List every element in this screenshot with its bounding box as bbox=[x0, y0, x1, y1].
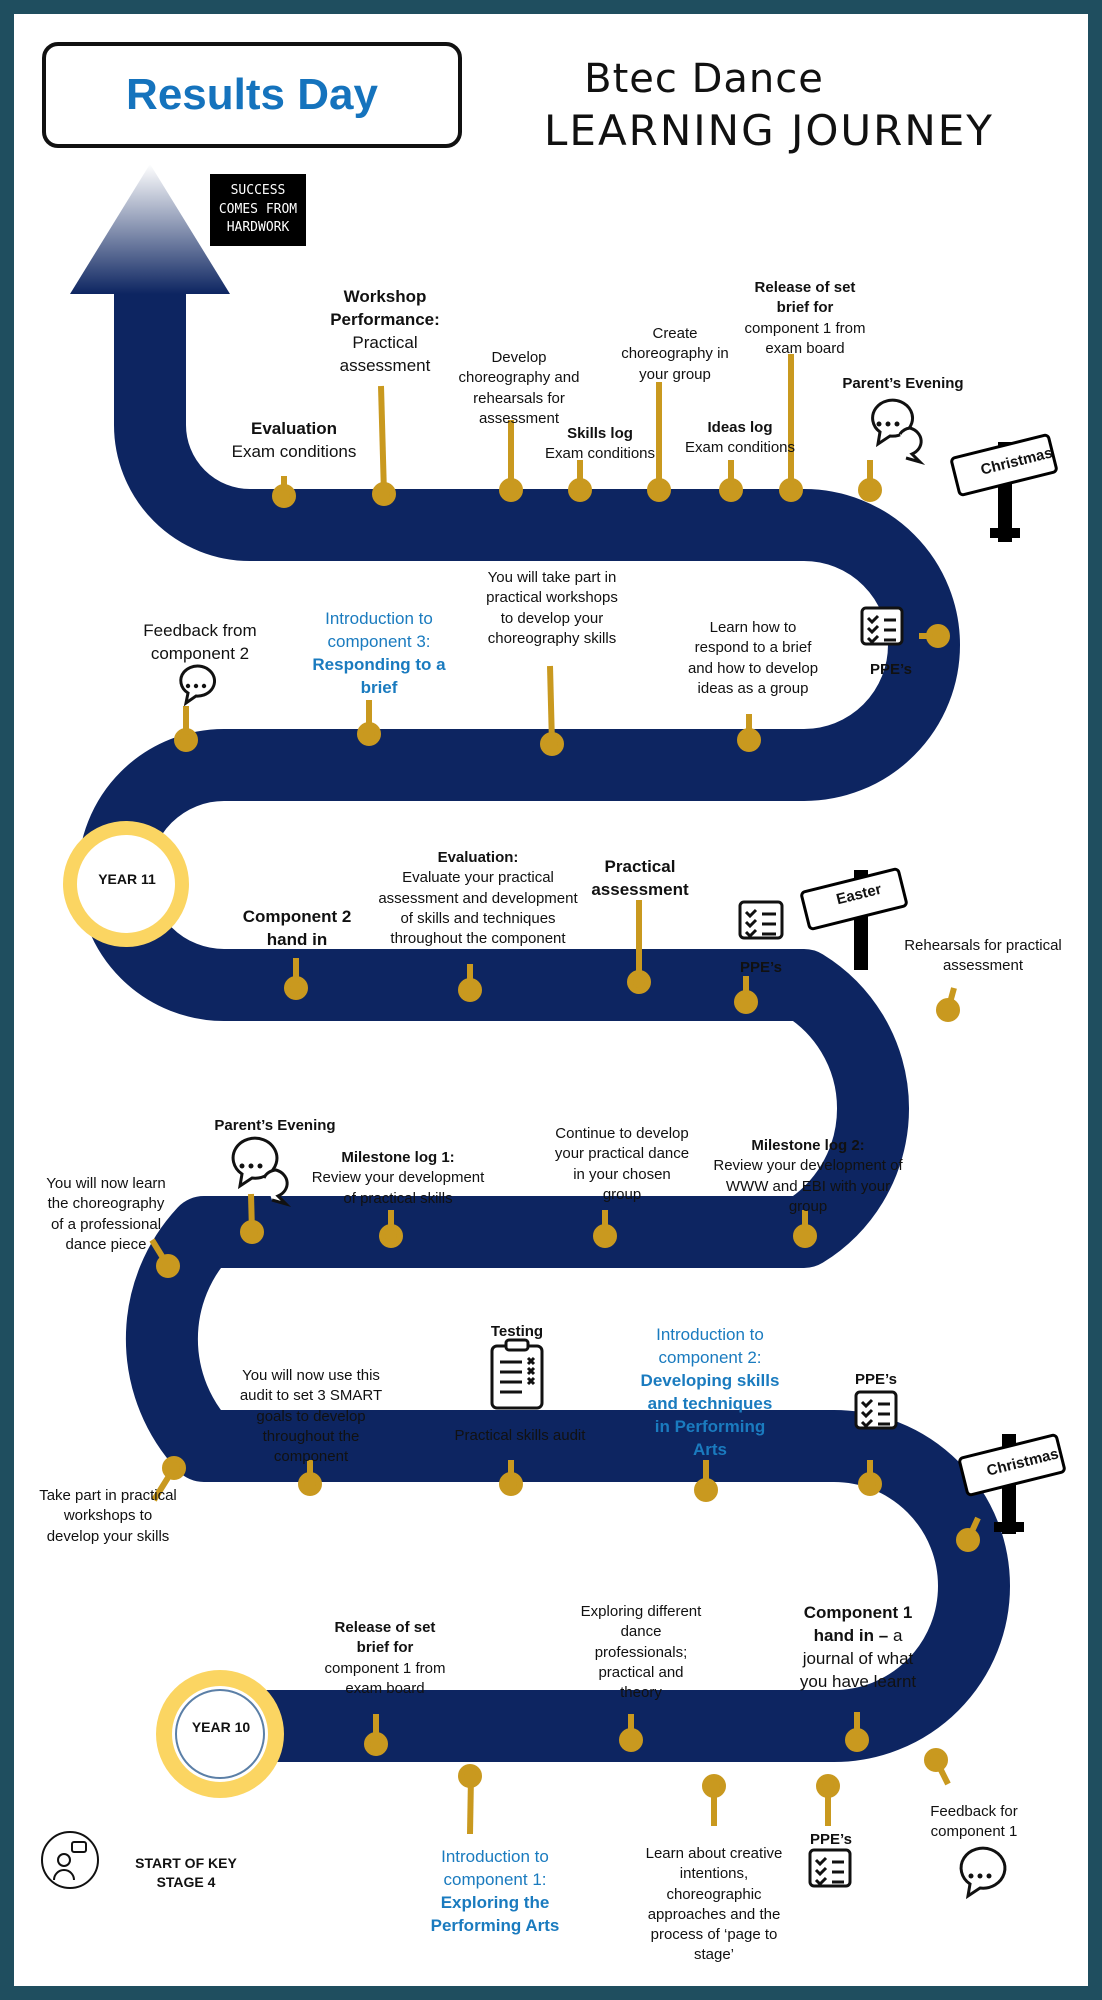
row6-intro1: Introduction to component 1: Exploring t… bbox=[430, 1847, 560, 1935]
row6-exploring: Exploring different dance professionals;… bbox=[580, 1603, 702, 1701]
row1-ideas-log: Ideas log Exam conditions bbox=[684, 419, 796, 457]
row4-learn-choreo: You will now learn the choreography of a… bbox=[46, 1175, 166, 1253]
speech-bubble-icon-feedback2 bbox=[179, 664, 216, 707]
row3-component2-handin: Component 2 hand in bbox=[242, 907, 352, 949]
row3-ppes: PPE’s bbox=[740, 959, 782, 976]
row1-parents-evening: Parent’s Evening bbox=[842, 375, 964, 392]
checklist-icon-ppe-row3 bbox=[738, 900, 784, 940]
row3-practical-assessment: Practical assessment bbox=[591, 857, 689, 899]
row6-component1: Component 1 hand in – a journal of what … bbox=[799, 1603, 917, 1691]
row5-practical-audit: Practical skills audit bbox=[454, 1427, 586, 1444]
row1-evaluation: Evaluation Exam conditions bbox=[231, 419, 357, 461]
row2-workshops: You will take part in practical workshop… bbox=[486, 569, 618, 647]
row2-intro3: Introduction to component 3: Responding … bbox=[312, 609, 446, 697]
row1-release: Release of set brief for component 1 fro… bbox=[744, 279, 866, 357]
clipboard-icon-testing bbox=[490, 1338, 544, 1410]
row6-feedback1: Feedback for component 1 bbox=[930, 1803, 1018, 1841]
checklist-icon-ppe-row5 bbox=[854, 1390, 898, 1430]
arrow-head bbox=[70, 164, 230, 294]
person-chat-icon bbox=[41, 1831, 99, 1889]
row1-develop: Develop choreography and rehearsals for … bbox=[458, 349, 580, 427]
row5-ppes: PPE’s bbox=[855, 1371, 897, 1388]
journey-canvas: Results Day Btec Dance LEARNING JOURNEY … bbox=[14, 14, 1088, 1986]
road-svg bbox=[41, 164, 1066, 1900]
row5-testing: Testing bbox=[490, 1323, 544, 1340]
title-line2: LEARNING JOURNEY bbox=[544, 106, 994, 155]
row6-release: Release of set brief for component 1 fro… bbox=[324, 1619, 446, 1697]
row5-intro2: Introduction to component 2: Developing … bbox=[640, 1325, 780, 1459]
row4-continue: Continue to develop your practical dance… bbox=[554, 1125, 690, 1203]
road-path bbox=[78, 274, 1010, 1762]
signpost-christmas-top bbox=[950, 433, 1058, 542]
row3-evaluation: Evaluation: Evaluate your practical asse… bbox=[378, 849, 578, 947]
speech-bubble-icon-feedback1 bbox=[959, 1846, 1007, 1900]
row2-ppes: PPE’s bbox=[870, 661, 912, 678]
row5-workshops: Take part in practical workshops to deve… bbox=[39, 1487, 177, 1545]
speech-bubble-icon-parents-top bbox=[871, 398, 926, 466]
row1-workshop: Workshop Performance: Practical assessme… bbox=[330, 287, 440, 375]
row4-parents-evening: Parent’s Evening bbox=[214, 1117, 336, 1134]
row2-learn-brief: Learn how to respond to a brief and how … bbox=[687, 619, 819, 697]
year10-ring bbox=[156, 1670, 284, 1798]
signpost-christmas-bottom bbox=[958, 1433, 1066, 1534]
results-day-title: Results Day bbox=[126, 70, 378, 119]
start-ks4-label: START OF KEY STAGE 4 bbox=[135, 1855, 237, 1890]
row4-milestone2: Milestone log 2: Review your development… bbox=[713, 1137, 903, 1215]
year11-label: YEAR 11 bbox=[98, 871, 156, 887]
checklist-icon-ppe-row6 bbox=[808, 1848, 852, 1888]
year11-ring bbox=[63, 821, 189, 947]
row5-audit: You will now use this audit to set 3 SMA… bbox=[239, 1367, 383, 1465]
row6-creative: Learn about creative intentions, choreog… bbox=[645, 1845, 783, 1964]
row2-feedback2: Feedback from component 2 bbox=[143, 621, 257, 663]
year10-label: YEAR 10 bbox=[191, 1719, 251, 1735]
row1-create: Create choreography in your group bbox=[621, 325, 729, 383]
motto-badge: SUCCESS COMES FROM HARDWORK bbox=[210, 174, 306, 246]
row6-ppes: PPE’s bbox=[810, 1831, 852, 1848]
row1-skills-log: Skills log Exam conditions bbox=[544, 425, 656, 463]
milestone-pins bbox=[149, 354, 981, 1835]
title-line1: Btec Dance bbox=[584, 56, 824, 102]
row4-milestone1: Milestone log 1: Review your development… bbox=[311, 1149, 485, 1207]
row3-rehearsals: Rehearsals for practical assessment bbox=[904, 937, 1062, 975]
results-day-box: Results Day bbox=[42, 42, 462, 148]
signpost-easter bbox=[800, 867, 908, 970]
speech-bubble-icon-parents-bottom bbox=[231, 1136, 292, 1208]
checklist-icon-ppe-row2 bbox=[860, 606, 904, 646]
